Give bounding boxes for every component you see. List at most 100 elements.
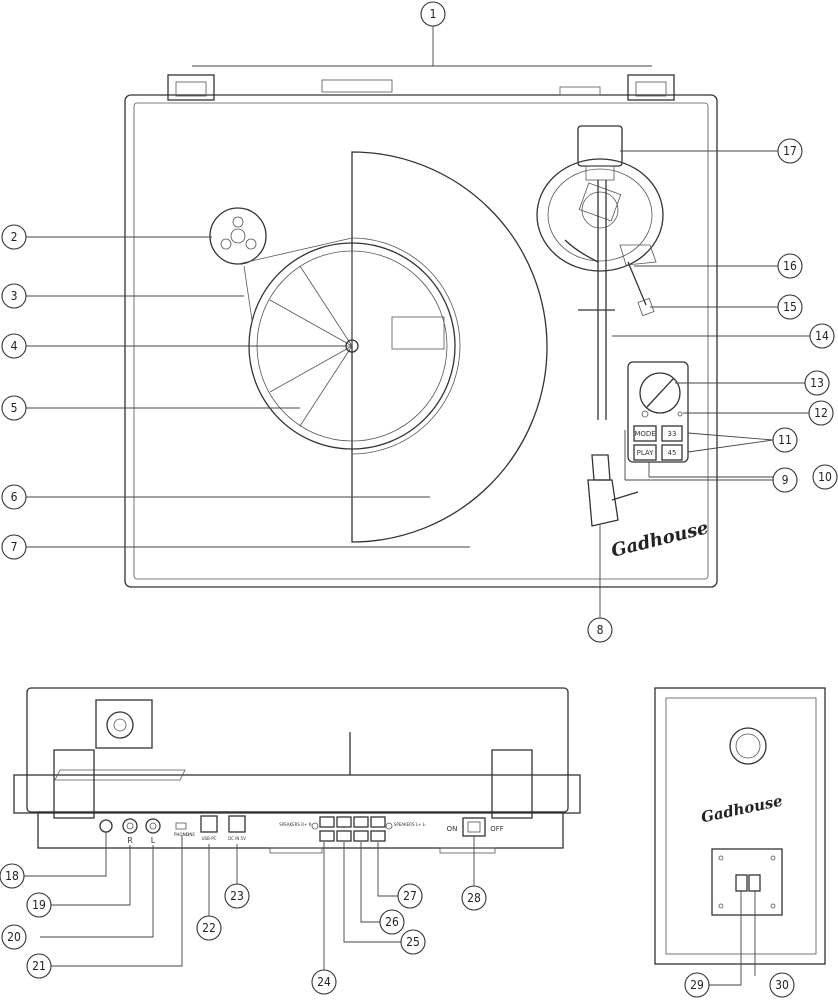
plinth-inner-edge (133, 102, 709, 580)
mode-button[interactable] (633, 425, 657, 442)
speaker-cabinet (654, 687, 826, 965)
callout-18: 18 (0, 863, 25, 889)
svg-text:18: 18 (5, 869, 19, 883)
headshell (587, 454, 639, 527)
speaker-terminal-negative[interactable] (735, 874, 748, 892)
svg-text:1: 1 (430, 7, 437, 21)
turntable-top-view: MODE 33 PLAY 45 Gadhouse (124, 74, 718, 588)
rca-right-label: R (127, 836, 133, 845)
callout-23: 23 (224, 883, 250, 909)
speaker-terminal-plate (711, 848, 783, 916)
svg-text:9: 9 (782, 473, 789, 487)
brand-logo: Gadhouse (609, 517, 711, 561)
speaker-terminals[interactable] (319, 816, 386, 842)
svg-text:22: 22 (202, 921, 216, 935)
callout-30: 30 (769, 972, 795, 998)
callout-3: 3 (1, 283, 27, 309)
svg-text:5: 5 (11, 401, 18, 415)
callout-15: 15 (777, 294, 803, 320)
callout-4: 4 (1, 333, 27, 359)
callout-1: 1 (420, 1, 446, 27)
speed-33-button[interactable] (661, 425, 683, 442)
bass-port (729, 727, 767, 765)
svg-text:30: 30 (775, 978, 789, 992)
speaker-leader-lines (709, 891, 756, 986)
callout-27: 27 (397, 883, 423, 909)
svg-text:21: 21 (32, 959, 46, 973)
tonearm-base (536, 158, 664, 272)
callout-9: 9 (772, 467, 798, 493)
svg-text:26: 26 (385, 915, 399, 929)
phono-label: PHONO (174, 832, 189, 837)
svg-text:29: 29 (690, 978, 704, 992)
callout-7: 7 (1, 534, 27, 560)
top-leader-lines (26, 26, 810, 618)
svg-text:7: 7 (11, 540, 18, 554)
callout-26: 26 (379, 909, 405, 935)
callout-14: 14 (809, 323, 835, 349)
callout-5: 5 (1, 395, 27, 421)
platter-record-edge (351, 237, 461, 455)
callout-17: 17 (777, 138, 803, 164)
callout-13: 13 (804, 370, 830, 396)
power-switch[interactable] (462, 817, 486, 837)
mode-button-label: MODE (634, 430, 655, 438)
line-label: LINE (186, 832, 195, 837)
svg-text:23: 23 (230, 889, 244, 903)
plinth-outline (124, 94, 718, 588)
rear-connectors (321, 79, 601, 96)
svg-text:11: 11 (778, 433, 792, 447)
svg-text:24: 24 (317, 975, 331, 989)
usb-port[interactable] (200, 815, 218, 833)
svg-text:17: 17 (783, 144, 797, 158)
power-on-label: ON (447, 825, 458, 833)
phono-line-switch[interactable] (175, 822, 187, 830)
callout-8: 8 (587, 617, 613, 643)
arm-rest (619, 244, 657, 266)
callout-25: 25 (400, 929, 426, 955)
lid-outline (26, 687, 569, 813)
svg-text:14: 14 (815, 329, 829, 343)
callout-19: 19 (26, 892, 52, 918)
svg-text:10: 10 (818, 470, 832, 484)
svg-text:28: 28 (467, 891, 481, 905)
rca-left-jack[interactable] (145, 818, 161, 834)
power-indicator (641, 410, 649, 418)
speaker-brand-logo: Gadhouse (699, 792, 784, 827)
svg-text:4: 4 (11, 339, 18, 353)
rca-right-jack[interactable] (122, 818, 138, 834)
callout-29: 29 (684, 972, 710, 998)
rear-hinge-left (53, 749, 95, 819)
rca-left-label: L (151, 836, 156, 845)
callout-6: 6 (1, 484, 27, 510)
ground-terminal[interactable] (99, 819, 113, 833)
svg-text:27: 27 (403, 889, 417, 903)
turntable-rear-view: R L PHONO LINE USB-PC DC IN 5V SPEAKERS … (13, 687, 581, 854)
control-panel: MODE 33 PLAY 45 (627, 361, 689, 463)
callout-2: 2 (1, 224, 27, 250)
svg-text:19: 19 (32, 898, 46, 912)
rear-hinge-right (491, 749, 533, 819)
counterweight (577, 125, 623, 181)
play-button[interactable] (633, 444, 657, 461)
left-hinge (167, 74, 215, 101)
speakers-right-label: SPEAKERS R+ R- (279, 822, 313, 827)
svg-text:16: 16 (783, 259, 797, 273)
svg-text:20: 20 (7, 930, 21, 944)
dc-in-port[interactable] (228, 815, 246, 833)
platter (351, 151, 548, 543)
callout-22: 22 (196, 915, 222, 941)
svg-text:13: 13 (810, 376, 824, 390)
volume-knob[interactable] (639, 372, 681, 414)
callout-21: 21 (26, 953, 52, 979)
svg-text:6: 6 (11, 490, 18, 504)
play-button-label: PLAY (637, 449, 655, 457)
speed-45-button[interactable] (661, 444, 683, 461)
dc-in-label: DC IN 5V (228, 836, 246, 841)
callout-11: 11 (772, 427, 798, 453)
callout-12: 12 (808, 400, 834, 426)
record-label (391, 316, 445, 350)
speaker-terminal-positive[interactable] (748, 874, 761, 892)
speed-45-label: 45 (668, 449, 677, 457)
